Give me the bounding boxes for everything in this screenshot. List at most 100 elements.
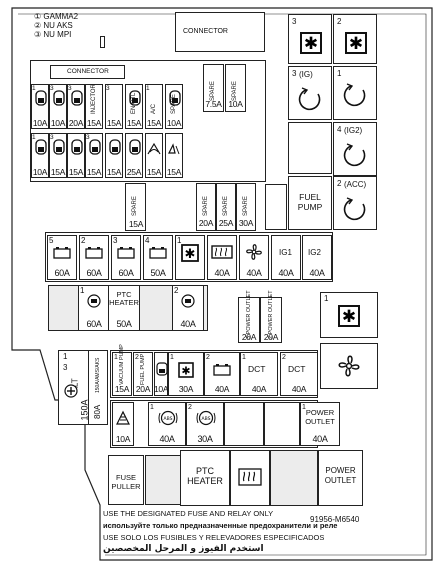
position-number: 1 [150, 404, 154, 411]
fuse-rating: 15A [166, 167, 182, 177]
position-number: 3 [68, 85, 72, 92]
spare-label: SPARE [210, 81, 216, 101]
blade-fuse-icon [169, 90, 181, 106]
mini-fuse-label: A/C [151, 103, 157, 114]
fuse-rating: 25A [218, 218, 234, 228]
fuse-rating: 15A [128, 219, 144, 229]
alt-side-amp: 80A [93, 404, 102, 419]
ptc-heater-label: PTC HEATER [109, 290, 139, 307]
fuse-rating: 50A [116, 319, 132, 329]
blade-fuse-icon [71, 90, 83, 106]
position-number: 2 [135, 354, 139, 361]
svg-text:ABS: ABS [202, 416, 211, 422]
fuse-rating: 60A [54, 268, 70, 278]
mini-fuse-slot [85, 84, 103, 129]
fuse-rating: 10A [32, 167, 48, 177]
svg-text:✱: ✱ [349, 34, 363, 54]
relay-star-icon: ✱ [345, 32, 367, 54]
big-fuse-slot [47, 235, 77, 280]
mini-fuse-label: SPARE [171, 94, 177, 114]
position-number: 1 [146, 85, 150, 92]
fuse-rating: 40A [214, 384, 230, 394]
blade-fuse-icon [129, 139, 141, 155]
fuse-rating: 40A [180, 319, 196, 329]
position-number: 3 [106, 85, 110, 92]
ig1-label: IG1 [279, 248, 292, 257]
fuse-rating: 10A [32, 118, 48, 128]
legend-item: ③ NU MPI [34, 30, 72, 39]
spare-fuse-slot: SPARE [203, 64, 224, 112]
abs-icon: ABS [196, 410, 216, 426]
ptc-fuse-slot [108, 285, 140, 331]
part-number: 91956-M6540 [310, 515, 360, 524]
fuse-rating: 30A [197, 434, 213, 444]
position-number: 3 [50, 85, 54, 92]
abs-row-slot [264, 402, 300, 446]
abs-icon: ABS [158, 410, 178, 426]
position-number: 2 [337, 17, 342, 26]
note-spanish: USE SOLO LOS FUSIBLES Y RELEVADORES ESPE… [103, 533, 325, 542]
position-number: 3 [113, 236, 118, 245]
fuse-rating: 10A [228, 99, 243, 109]
fuse-rating: 20A [263, 332, 279, 342]
blade-fuse-icon [53, 139, 65, 155]
fuse-rating: 40A [291, 384, 307, 394]
position-number: 1 [63, 352, 68, 361]
fuse-rating: 25A [126, 167, 142, 177]
relay-ig-label: (IG) [299, 70, 313, 79]
fuse-rating: 15A [146, 167, 162, 177]
marker [100, 36, 105, 48]
spare-label: SPARE [203, 196, 209, 216]
fuse-rating: 15A [50, 167, 66, 177]
fuse-rating: 40A [309, 268, 325, 278]
power-outlet-fuse-3: 3 POWER OUTLET [238, 290, 260, 343]
blade-fuse-icon [156, 362, 168, 376]
dct-row-slot [112, 352, 132, 396]
relay-ig-label: (IG2) [344, 126, 363, 135]
relay-slot: 3(IG) [288, 66, 332, 120]
battery-fuse-icon [117, 247, 135, 259]
relay-slot: 2(ACC) [333, 176, 377, 230]
position-number: 1 [114, 354, 118, 361]
fuse-rating: 60A [86, 268, 102, 278]
battery-fuse-icon [213, 364, 231, 376]
wiper-icon [147, 142, 161, 155]
dct-row-slot [280, 352, 318, 396]
spare-fuse-slot: SPARE [196, 183, 216, 231]
fuse-rating: 15A [86, 167, 102, 177]
relay-icon [343, 143, 366, 167]
spare-label: SPARE [132, 196, 138, 216]
mini-fuse-slot [145, 133, 163, 178]
fan-icon [338, 355, 360, 377]
alt-side-fuse: 150A/AMS/AKS 80A [88, 350, 108, 425]
position-number: 4 [337, 125, 342, 134]
mini-fuse-slot [165, 133, 183, 178]
fuse-rating: 40A [278, 268, 294, 278]
blade-fuse-icon [129, 90, 141, 106]
fuse-circle-icon [87, 294, 101, 308]
ptc-fuse-slot [172, 285, 204, 331]
relay-slot [288, 122, 332, 174]
fuse-rating: 15A [86, 118, 102, 128]
big-fuse-slot [239, 235, 269, 280]
relay-icon [343, 83, 366, 107]
relay-icon [343, 197, 366, 221]
position-number: 1 [80, 286, 85, 295]
svg-text:✱: ✱ [304, 34, 318, 54]
position-number: 2 [174, 286, 179, 295]
power-outlet-label: POWER OUTLET [324, 466, 357, 485]
position-number: 5 [49, 236, 54, 245]
fuse-rating: 10A [115, 434, 131, 444]
relay-slot: 1 [333, 66, 377, 120]
relay-star-icon: ✱ [338, 305, 360, 327]
position-number: 1 [32, 134, 36, 141]
big-fuse-slot [302, 235, 332, 280]
left-connector: CONNECTOR [50, 65, 125, 79]
vacuum-label: FUEL PUMP [140, 353, 146, 385]
ptc-heater-label: PTC HEATER [187, 466, 223, 486]
fuse-rating: 7.5A [205, 99, 222, 109]
position-number: 3 [292, 69, 297, 78]
fuse-rating: 50A [150, 268, 166, 278]
position-number: 3 [292, 17, 297, 26]
relay-icon [298, 87, 321, 111]
